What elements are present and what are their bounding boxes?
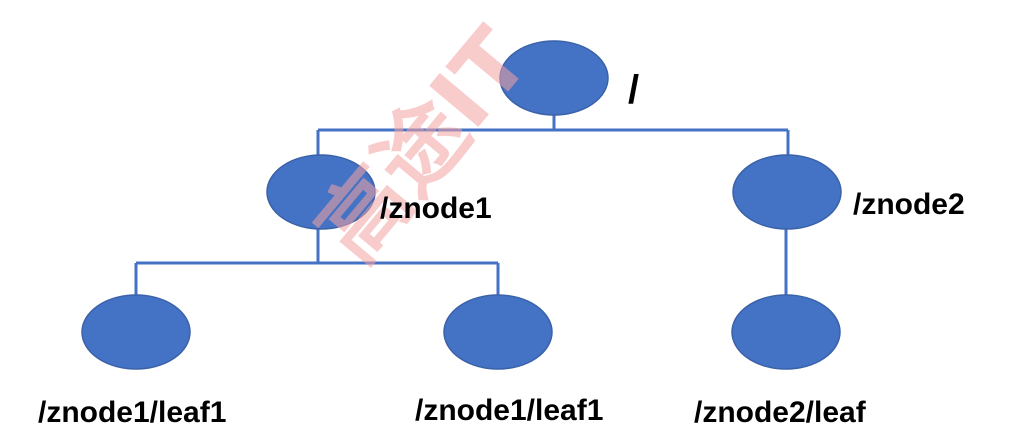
- label-znode1: /znode1: [380, 192, 492, 225]
- node-root[interactable]: [499, 40, 609, 116]
- labels: / /znode1 /znode2 /znode1/leaf1 /znode1/…: [38, 68, 965, 429]
- label-znode2: /znode2: [853, 188, 965, 221]
- label-leaf-c: /znode2/leaf: [694, 396, 867, 429]
- edges: [134, 112, 790, 300]
- label-leaf-b: /znode1/leaf1: [415, 394, 603, 427]
- node-znode1[interactable]: [266, 154, 376, 230]
- watermark-text: 高途IT: [297, 9, 549, 281]
- label-root: /: [628, 68, 639, 112]
- node-znode2[interactable]: [732, 154, 842, 230]
- node-leaf-a[interactable]: [81, 294, 191, 370]
- node-leaf-b[interactable]: [443, 294, 553, 370]
- node-leaf-c[interactable]: [731, 294, 841, 370]
- nodes: [81, 40, 842, 370]
- label-leaf-a: /znode1/leaf1: [38, 396, 226, 429]
